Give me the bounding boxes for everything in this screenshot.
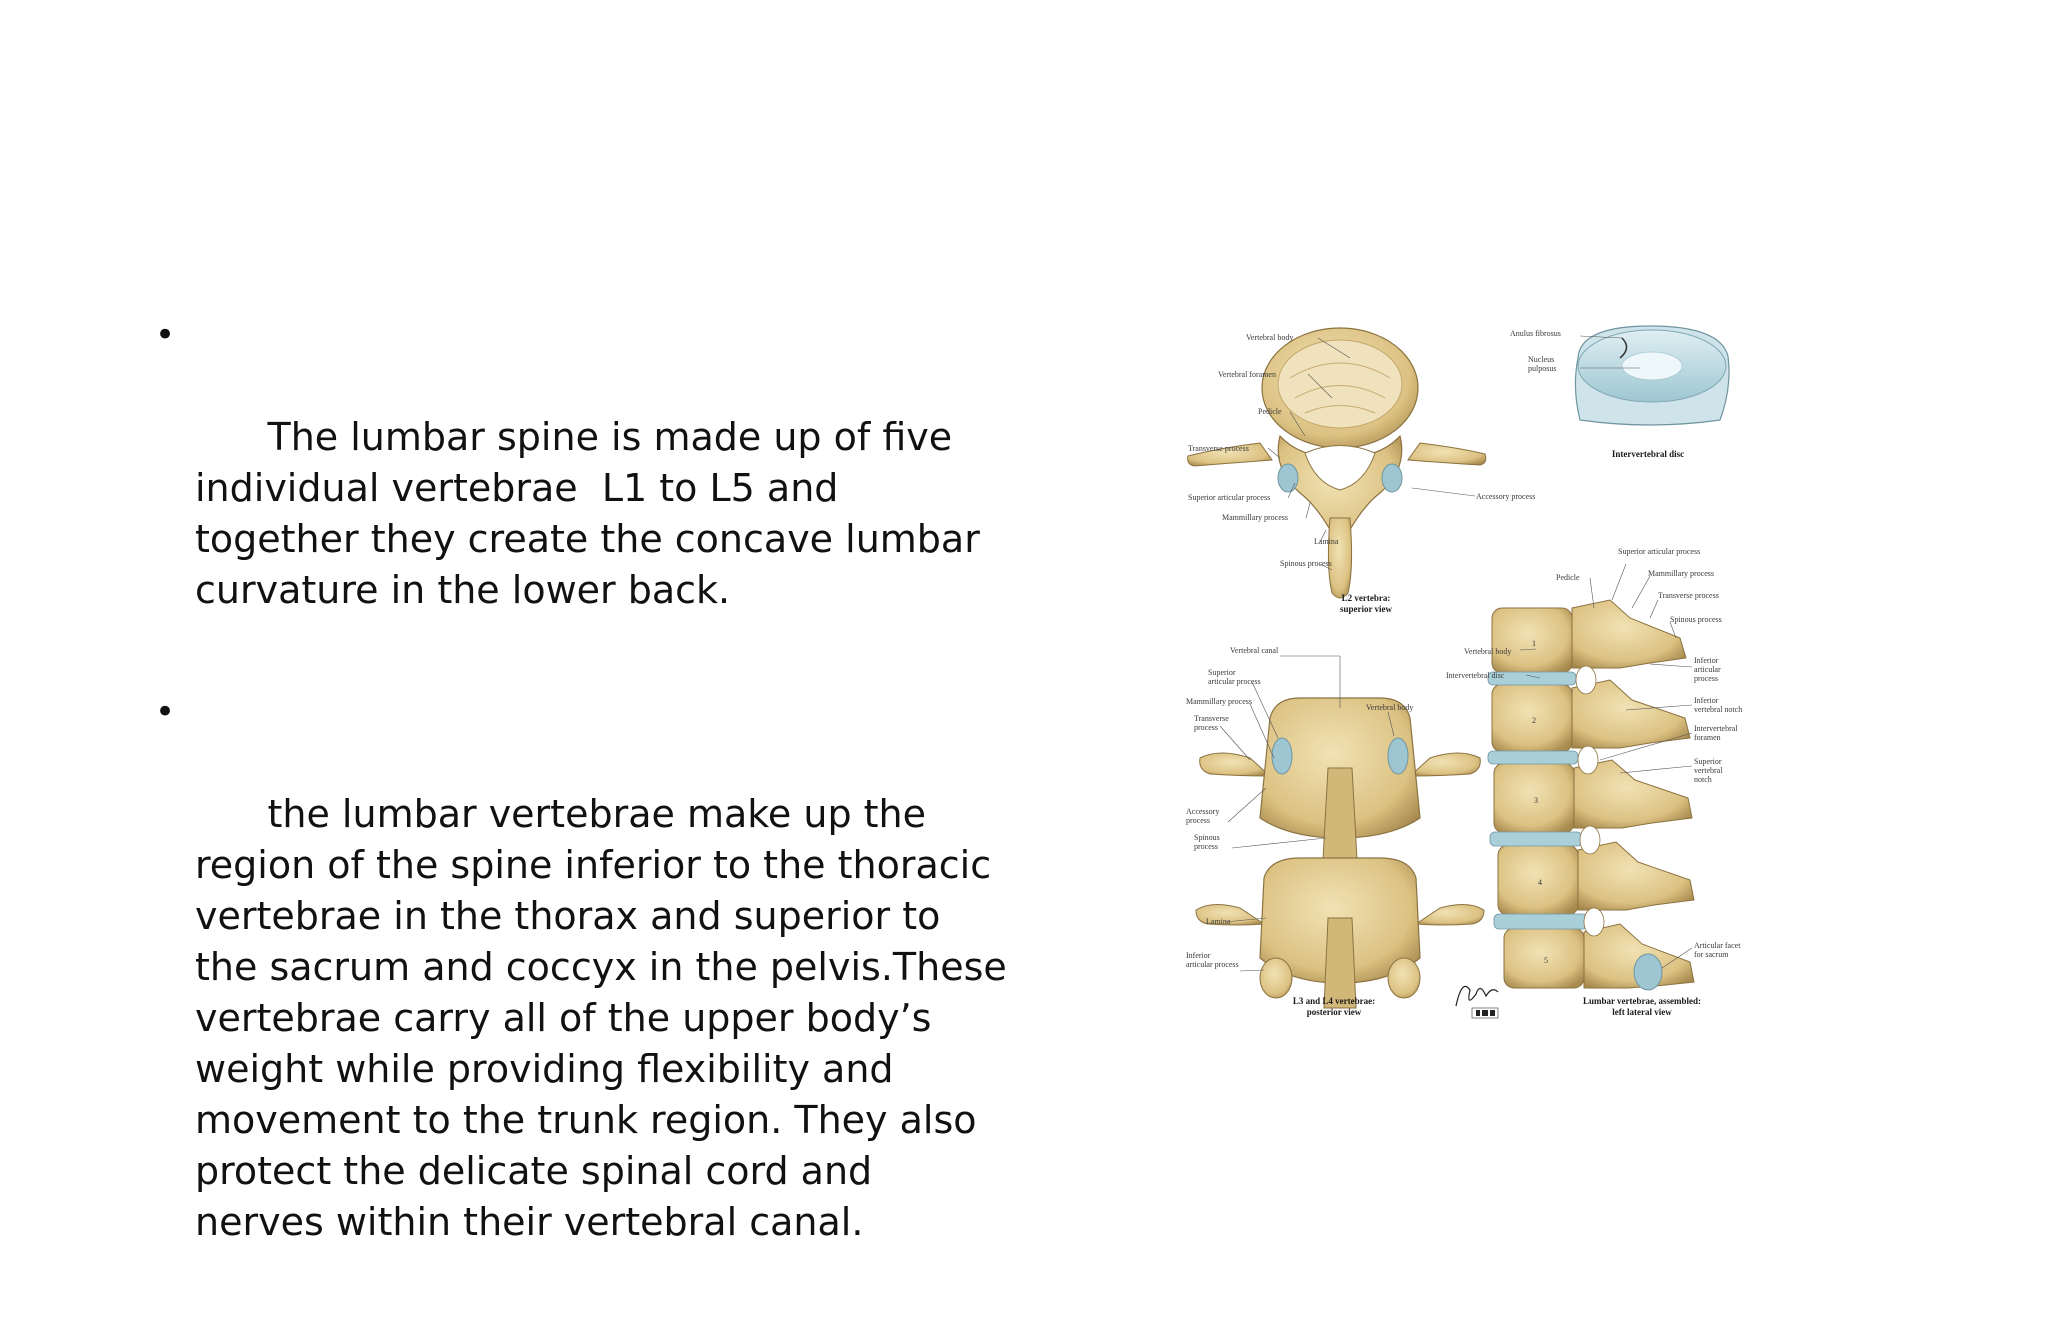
label-mammillary-lateral: Mammillary process bbox=[1648, 569, 1714, 578]
label-lamina: Lamina bbox=[1314, 537, 1339, 546]
label-vertebral-canal: Vertebral canal bbox=[1230, 646, 1279, 655]
caption-posterior-line1: L3 and L4 vertebrae: bbox=[1293, 996, 1375, 1006]
label-transverse-process: Transverse process bbox=[1188, 444, 1249, 453]
level-number: 3 bbox=[1534, 796, 1538, 805]
label-superior-articular-lateral: Superior articular process bbox=[1618, 547, 1700, 556]
lumbar-spine-illustration: Vertebral body Vertebral foramen Pedicle… bbox=[1180, 318, 1780, 1028]
label-pedicle: Pedicle bbox=[1258, 407, 1282, 416]
label-spinous-process: Spinous process bbox=[1280, 559, 1332, 568]
icon-publisher-logo bbox=[1471, 1007, 1499, 1019]
bullet-text: the lumbar vertebrae make up the region … bbox=[195, 792, 1019, 1244]
label-superior-articular-process: Superior articular process bbox=[1188, 493, 1270, 502]
label-spinous-line1: Spinous bbox=[1194, 833, 1220, 842]
anatomy-figure: Vertebral body Vertebral foramen Pedicle… bbox=[1186, 325, 1742, 1019]
caption-lateral-line1: Lumbar vertebrae, assembled: bbox=[1583, 996, 1701, 1006]
bullet-item: • The lumbar spine is made up of five in… bbox=[148, 310, 1008, 667]
label-vertebral-body: Vertebral body bbox=[1246, 333, 1293, 342]
level-number: 2 bbox=[1532, 716, 1536, 725]
label-superior-line2: articular process bbox=[1208, 677, 1261, 686]
label-superior-line1: Superior bbox=[1208, 668, 1236, 677]
label-articular-facet-line1: Articular facet bbox=[1694, 941, 1741, 950]
slide: • The lumbar spine is made up of five in… bbox=[155, 315, 1780, 1244]
label-superior-notch-line3: notch bbox=[1694, 775, 1712, 784]
caption-l2-line1: L2 vertebra: bbox=[1342, 593, 1391, 603]
caption-l2-line2: superior view bbox=[1340, 604, 1393, 614]
bullet-list: • The lumbar spine is made up of five in… bbox=[148, 310, 1008, 1319]
label-inferior-line1: Inferior bbox=[1186, 951, 1211, 960]
label-nucleus-line2: pulposus bbox=[1528, 364, 1556, 373]
label-inferior-notch-line1: Inferior bbox=[1694, 696, 1719, 705]
label-inferior-articular-line1: Inferior bbox=[1694, 656, 1719, 665]
label-anulus-fibrosus: Anulus fibrosus bbox=[1510, 329, 1561, 338]
level-number: 4 bbox=[1538, 878, 1542, 887]
label-mammillary-process-posterior: Mammillary process bbox=[1186, 697, 1252, 706]
label-inferior-articular-line2: articular bbox=[1694, 665, 1721, 674]
caption-posterior-line2: posterior view bbox=[1307, 1007, 1362, 1017]
label-pedicle-lateral: Pedicle bbox=[1556, 573, 1580, 582]
label-superior-notch-line1: Superior bbox=[1694, 757, 1722, 766]
caption-disc: Intervertebral disc bbox=[1612, 449, 1684, 459]
label-inferior-line2: articular process bbox=[1186, 960, 1239, 969]
label-lamina-posterior: Lamina bbox=[1206, 917, 1231, 926]
label-iv-foramen-line2: foramen bbox=[1694, 733, 1721, 742]
bullet-item: • the lumbar vertebrae make up the regio… bbox=[148, 687, 1008, 1299]
label-transverse-line2: process bbox=[1194, 723, 1218, 732]
label-spinous-line2: process bbox=[1194, 842, 1218, 851]
bullet-dot: • bbox=[155, 315, 176, 355]
label-superior-notch-line2: vertebral bbox=[1694, 766, 1723, 775]
bullet-text: The lumbar spine is made up of five indi… bbox=[195, 415, 992, 612]
label-vertebral-body-lateral: Vertebral body bbox=[1464, 647, 1511, 656]
label-inferior-notch-line2: vertebral notch bbox=[1694, 705, 1742, 714]
level-number: 5 bbox=[1544, 956, 1548, 965]
label-nucleus-line1: Nucleus bbox=[1528, 355, 1554, 364]
label-transverse-lateral: Transverse process bbox=[1658, 591, 1719, 600]
netter-signature bbox=[1455, 985, 1499, 1007]
label-mammillary-process: Mammillary process bbox=[1222, 513, 1288, 522]
caption-lateral-line2: left lateral view bbox=[1612, 1007, 1672, 1017]
label-transverse-line1: Transverse bbox=[1194, 714, 1229, 723]
label-inferior-articular-line3: process bbox=[1694, 674, 1718, 683]
lumbar-lateral-view: 1 2 3 4 5 bbox=[1446, 547, 1742, 1017]
label-vertebral-body-posterior: Vertebral body bbox=[1366, 703, 1413, 712]
l3-l4-posterior-view: Vertebral canal Superior articular proce… bbox=[1186, 646, 1485, 1017]
label-articular-facet-line2: for sacrum bbox=[1694, 950, 1729, 959]
label-accessory-line1: Accessory bbox=[1186, 807, 1219, 816]
label-accessory-line2: process bbox=[1186, 816, 1210, 825]
l2-superior-view: Vertebral body Vertebral foramen Pedicle… bbox=[1187, 327, 1535, 614]
level-number: 1 bbox=[1532, 639, 1536, 648]
label-intervertebral-disc-lateral: Intervertebral disc bbox=[1446, 671, 1505, 680]
label-accessory-process: Accessory process bbox=[1476, 492, 1535, 501]
bullet-dot: • bbox=[155, 692, 176, 732]
label-spinous-lateral: Spinous process bbox=[1670, 615, 1722, 624]
label-iv-foramen-line1: Intervertebral bbox=[1694, 724, 1738, 733]
label-vertebral-foramen: Vertebral foramen bbox=[1218, 370, 1276, 379]
intervertebral-disc-view: Anulus fibrosus Nucleus pulposus Interve… bbox=[1510, 325, 1730, 459]
